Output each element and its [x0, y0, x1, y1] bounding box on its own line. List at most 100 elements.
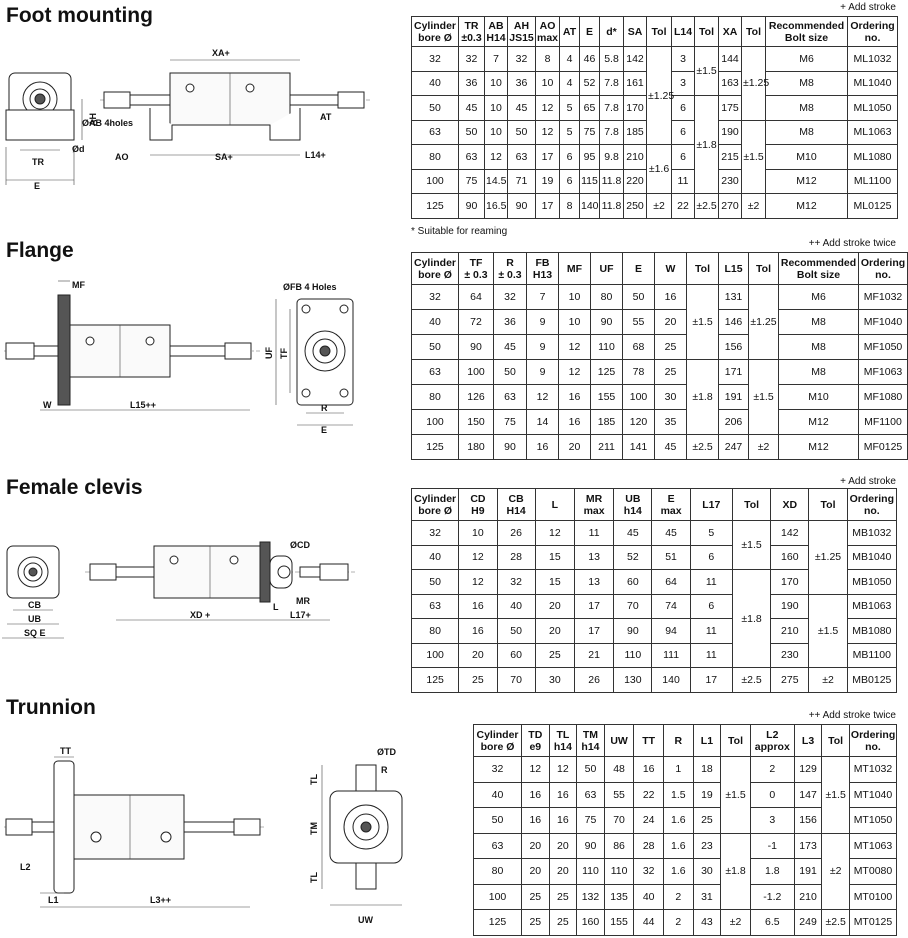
- flange-cell-r: 36: [493, 309, 527, 335]
- flange-header-line1: W: [665, 262, 676, 275]
- trunnion-cell-l1: 23: [692, 832, 722, 859]
- foot-header-1: TR±0.3: [458, 16, 485, 47]
- flange-cell-bolt: M12: [778, 409, 859, 435]
- trunnion-cell-l3: 191: [793, 858, 823, 885]
- clevis-header-line1: UB: [625, 492, 641, 505]
- clevis-cell-xd: 210: [770, 618, 810, 644]
- trunnion-header-4: UW: [603, 724, 635, 757]
- trunnion-cell-tt: 22: [633, 781, 664, 808]
- clevis-cell-l: 20: [534, 593, 575, 619]
- clevis-cell-e: 74: [651, 593, 691, 619]
- clevis-cell-bore: 32: [410, 520, 460, 546]
- trunnion-header-line1: L1: [700, 734, 714, 747]
- clevis-cell-order: MB1040: [846, 544, 898, 570]
- flange-cell-uf: 110: [590, 334, 623, 360]
- clevis-tolerance-cell: ±2.5: [731, 667, 772, 693]
- foot-cell-d: 11.8: [599, 193, 624, 219]
- flange-cell-uf: 185: [590, 409, 623, 435]
- trunnion-cell-bore: 80: [472, 858, 523, 885]
- trunnion-cell-td: 16: [521, 781, 550, 808]
- trunnion-cell-uw: 135: [603, 883, 635, 910]
- flange-header-7: W: [654, 252, 687, 285]
- clevis-cell-e: 64: [651, 569, 691, 595]
- foot-label-at: AT: [320, 112, 332, 122]
- foot-header-line2: bore Ø: [418, 31, 452, 44]
- flange-cell-l15: 247: [718, 434, 749, 460]
- clevis-cell-order: MB1100: [846, 642, 898, 668]
- clevis-cell-ub: 70: [613, 593, 653, 619]
- clevis-header-line2: max: [660, 504, 682, 517]
- clevis-header-line1: CB: [508, 492, 524, 505]
- foot-cell-e: 115: [579, 168, 600, 194]
- flange-cell-w: 35: [654, 409, 687, 435]
- foot-header-line2: max: [537, 31, 559, 44]
- foot-tolerance-cell: ±2: [741, 193, 766, 219]
- foot-cell-sa: 185: [623, 119, 647, 145]
- trunnion-cell-tm: 63: [576, 781, 605, 808]
- trunnion-header-line1: L2: [766, 728, 779, 741]
- foot-cell-ao: 12: [535, 95, 560, 121]
- foot-cell-tr: 32: [458, 46, 485, 72]
- trunnion-cell-tt: 44: [633, 909, 664, 936]
- trunnion-cell-tm: 160: [576, 909, 605, 936]
- foot-label-ah: AH: [88, 113, 98, 126]
- clevis-cell-cb: 50: [496, 618, 536, 644]
- trunnion-header-line1: R: [674, 734, 683, 747]
- trunnion-cell-tm: 50: [576, 756, 605, 783]
- foot-header-6: E: [579, 16, 600, 47]
- foot-cell-at: 6: [559, 168, 580, 194]
- foot-cell-bore: 80: [411, 144, 459, 170]
- foot-header-line1: XA: [722, 25, 738, 38]
- trunnion-drawing: TT L2 L1 L3++ ØTD R TL TM TL UW: [4, 746, 403, 925]
- clevis-cell-l17: 11: [689, 569, 733, 595]
- clevis-cell-e: 51: [651, 544, 691, 570]
- flange-tolerance-cell: ±2: [748, 434, 779, 460]
- trunnion-cell-l1: 31: [692, 883, 722, 910]
- foot-header-12: XA: [718, 16, 742, 47]
- foot-tolerance-cell: ±1.8: [694, 95, 719, 194]
- clevis-header-line2: no.: [863, 504, 880, 517]
- foot-header-line2: ±0.3: [461, 31, 482, 44]
- trunnion-label-uw: UW: [358, 915, 373, 925]
- foot-cell-bore: 32: [411, 46, 459, 72]
- flange-cell-l15: 131: [718, 284, 749, 310]
- flange-header-9: L15: [718, 252, 749, 285]
- flange-cell-uf: 80: [590, 284, 623, 310]
- flange-label-e: E: [321, 425, 327, 435]
- foot-cell-l14: 6: [671, 95, 695, 121]
- clevis-cell-l17: 6: [689, 544, 733, 570]
- foot-cell-at: 4: [559, 46, 580, 72]
- foot-cell-xa: 190: [718, 119, 742, 145]
- foot-cell-ao: 10: [535, 70, 560, 96]
- foot-cell-d: 7.8: [599, 95, 624, 121]
- trunnion-cell-l1: 30: [692, 858, 722, 885]
- foot-cell-ab: 10: [484, 95, 508, 121]
- trunnion-label-r: R: [381, 765, 388, 775]
- flange-cell-e: 50: [622, 284, 655, 310]
- clevis-cell-e: 111: [651, 642, 691, 668]
- trunnion-header-line1: TM: [582, 728, 599, 741]
- clevis-tolerance-cell: ±1.8: [731, 569, 772, 668]
- foot-cell-bore: 50: [411, 95, 459, 121]
- foot-cell-xa: 215: [718, 144, 742, 170]
- clevis-label-sqe: SQ E: [24, 628, 46, 638]
- flange-label-uf: UF: [264, 347, 274, 359]
- clevis-cell-e: 140: [651, 667, 691, 693]
- trunnion-cell-order: MT0080: [848, 858, 898, 885]
- flange-header-6: E: [622, 252, 655, 285]
- trunnion-header-6: R: [663, 724, 694, 757]
- trunnion-header-line2: e9: [529, 740, 542, 753]
- flange-cell-uf: 211: [590, 434, 623, 460]
- clevis-header-line1: Tol: [820, 498, 836, 511]
